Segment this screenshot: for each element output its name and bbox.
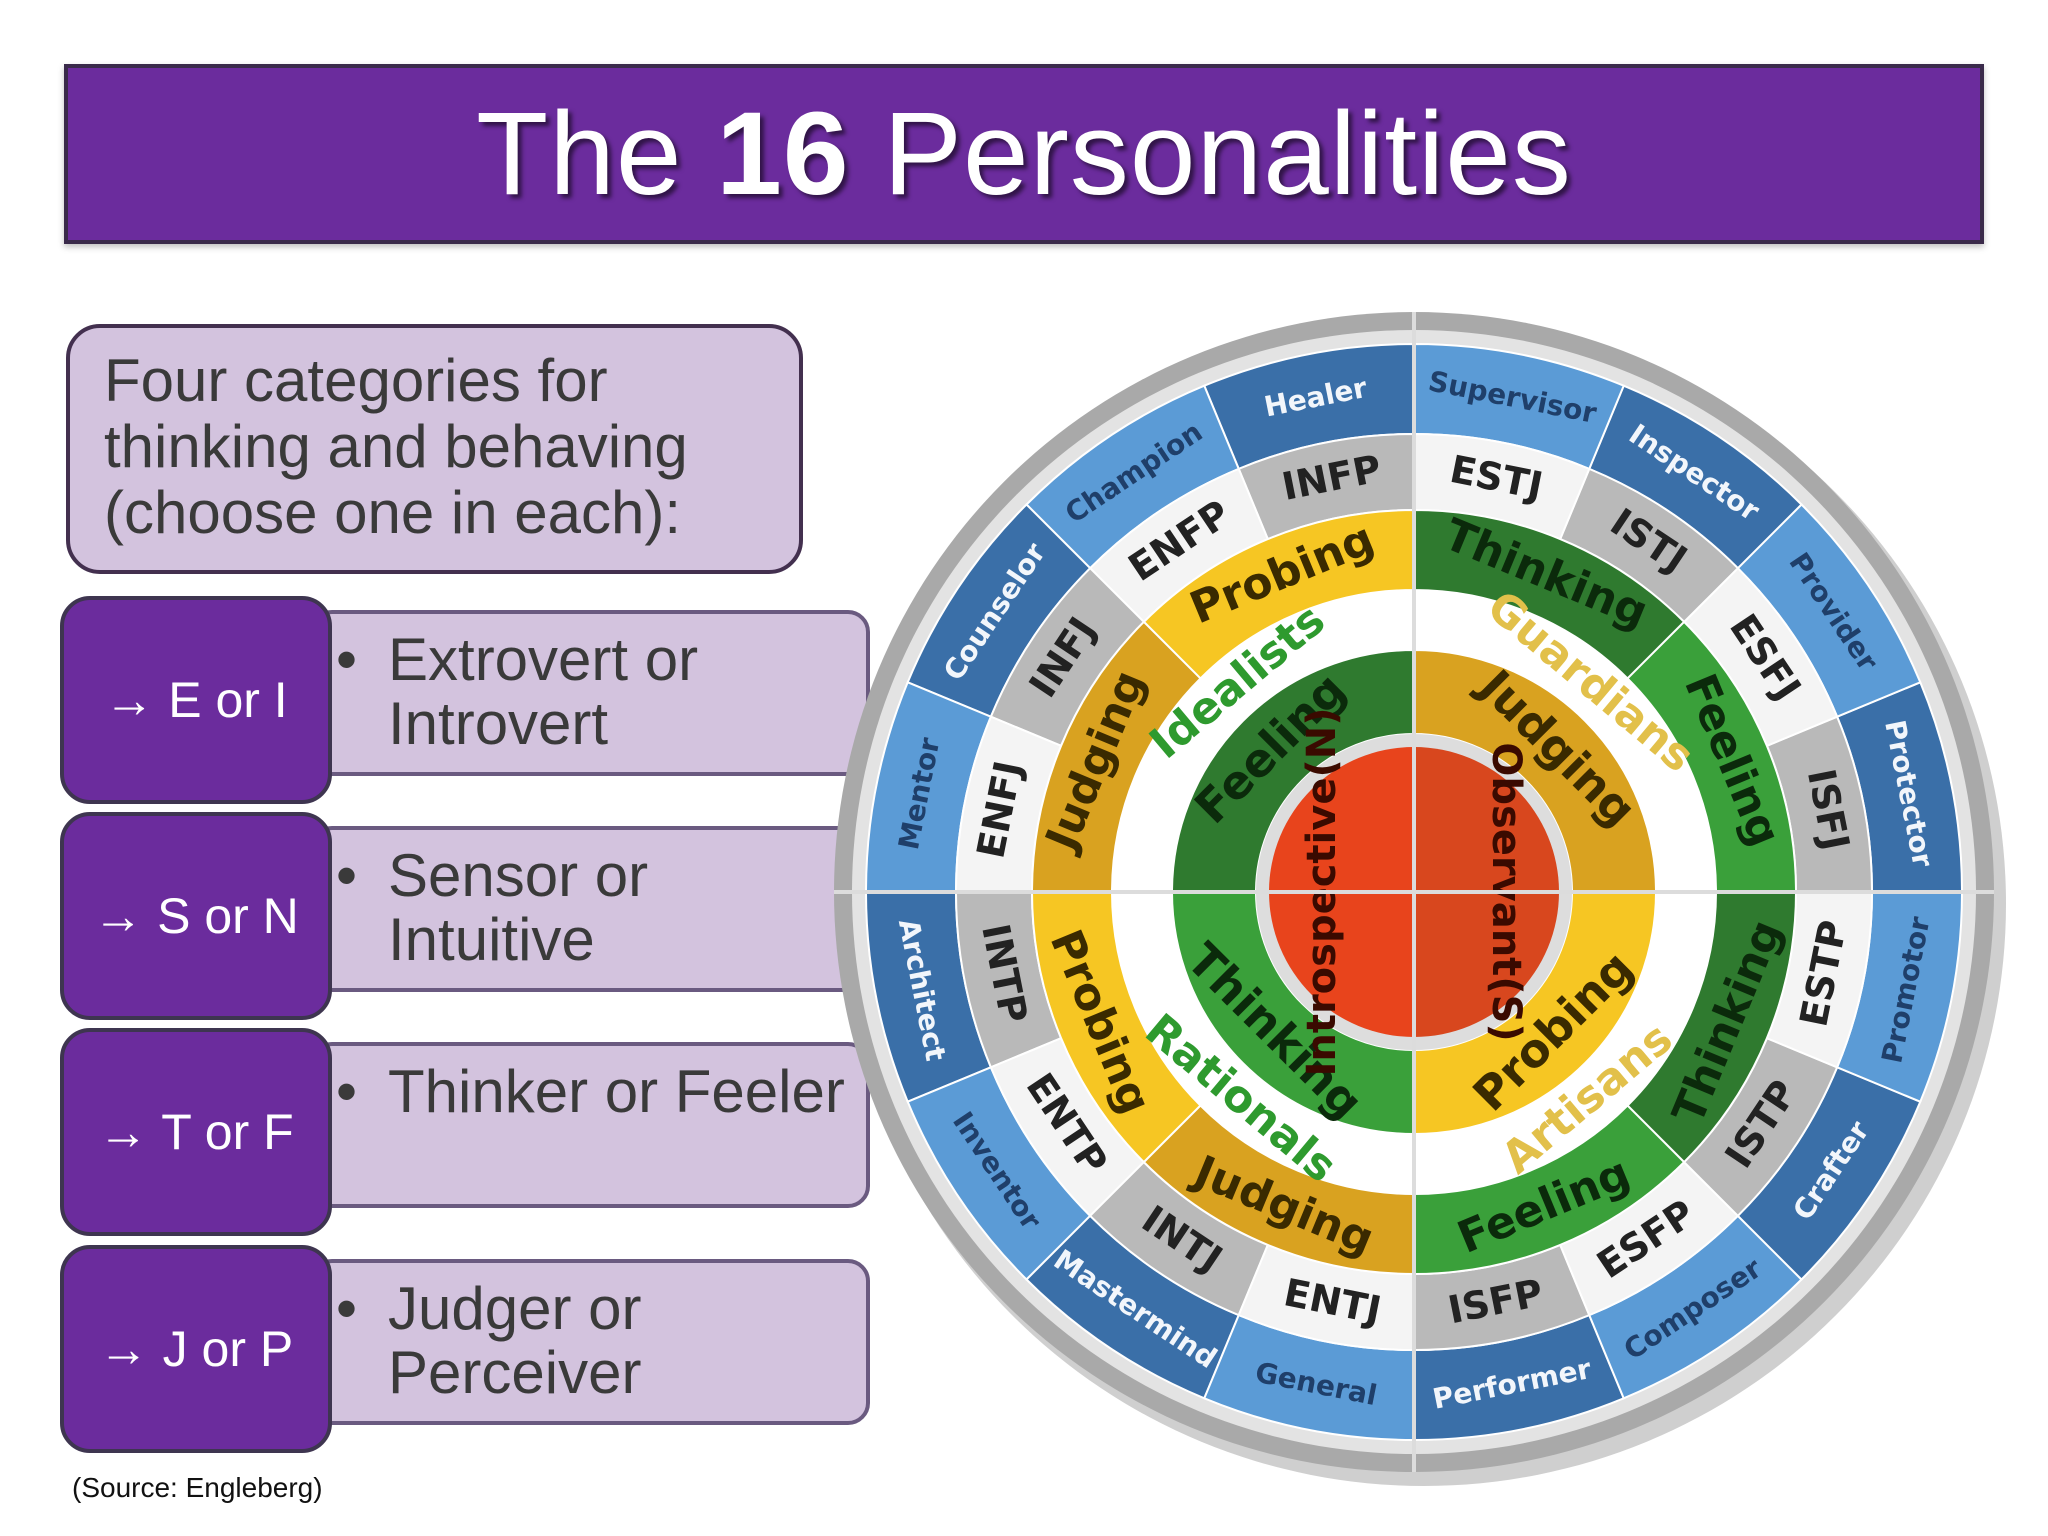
- source-note: (Source: Engleberg): [72, 1472, 323, 1503]
- category-row-ei: • Extrovert or Introvert → E or I: [60, 596, 870, 806]
- category-description: Sensor or Intuitive: [388, 842, 649, 973]
- category-text-box: • Extrovert or Introvert: [310, 610, 870, 776]
- category-description: Thinker or Feeler: [388, 1058, 845, 1125]
- intro-box: Four categories for thinking and behavin…: [66, 324, 803, 574]
- inner-sector: [1170, 891, 1415, 1136]
- category-key: → E or I: [60, 596, 332, 804]
- page-title: The 16 Personalities: [476, 88, 1572, 220]
- category-description: Judger or Perceiver: [388, 1275, 642, 1406]
- inner-sector: [1413, 891, 1658, 1136]
- bullet: •: [336, 842, 358, 909]
- bullet: •: [336, 626, 358, 693]
- intro-text: Four categories for thinking and behavin…: [104, 347, 688, 546]
- category-row-tf: • Thinker or Feeler → T or F: [60, 1028, 870, 1238]
- category-key: → T or F: [60, 1028, 332, 1236]
- inner-sector: [1170, 648, 1415, 893]
- bullet: •: [336, 1275, 358, 1342]
- category-text-box: • Thinker or Feeler: [310, 1042, 870, 1208]
- category-text-box: • Judger or Perceiver: [310, 1259, 870, 1425]
- category-row-sn: • Sensor or Intuitive → S or N: [60, 812, 870, 1022]
- category-description: Extrovert or Introvert: [388, 626, 699, 757]
- category-key: → S or N: [60, 812, 332, 1020]
- category-key: → J or P: [60, 1245, 332, 1453]
- bullet: •: [336, 1058, 358, 1125]
- inner-sector: [1413, 648, 1658, 893]
- title-banner: The 16 Personalities: [64, 64, 1984, 244]
- personality-wheel: HealerChampionCounselorMentorArchitectIn…: [834, 312, 2006, 1486]
- category-text-box: • Sensor or Intuitive: [310, 826, 870, 992]
- category-row-jp: • Judger or Perceiver → J or P: [60, 1245, 870, 1455]
